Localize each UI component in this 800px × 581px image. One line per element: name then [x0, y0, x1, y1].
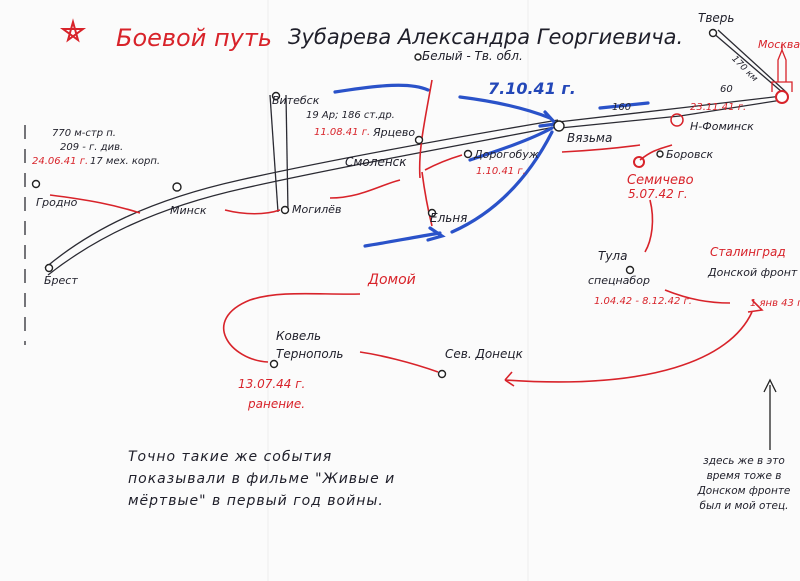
label-home: Домой [367, 272, 416, 288]
dorogobuzh-date: 1.10.41 г. [476, 166, 526, 177]
kovel-date: 13.07.44 г. [238, 377, 305, 391]
label-belyi: Белый - Tв. обл. [422, 49, 523, 63]
label-mogilev: Могилёв [292, 203, 341, 216]
brest-units-1: 770 м-стр п. [52, 128, 116, 139]
label-ternopol: Тернополь [276, 347, 343, 361]
label-vitebsk: Витебск [272, 94, 320, 107]
label-tver: Тверь [698, 11, 734, 25]
label-donetsk: Сев. Донецк [445, 347, 524, 361]
label-yartsevo: Ярцево [372, 126, 415, 139]
title-name: Зубарева Александра Георгиевича. [288, 25, 683, 49]
label-brest: Брест [44, 274, 78, 287]
dist-160: 160 [612, 102, 631, 113]
label-stalingrad: Сталинград [710, 245, 786, 259]
railway-lines [24, 29, 787, 345]
brest-date: 24.06.41 г. [32, 156, 88, 167]
kovel-note: ранение. [247, 397, 305, 411]
city-markers [31, 28, 789, 379]
star-icon [59, 18, 87, 43]
margin-arrow [763, 378, 777, 450]
place-labels: Тверь Москва Витебск Белый - Tв. обл. Яр… [36, 11, 800, 361]
label-dorogobuzh: Дорогобуж [473, 148, 539, 161]
brest-units-3: 17 мех. корп. [90, 156, 160, 167]
label-smolensk: Смоленск [345, 155, 407, 169]
label-borovsk: Боровск [666, 148, 714, 161]
label-tula: Тула [598, 249, 627, 263]
label-minsk: Минск [170, 204, 207, 217]
semichevo-date: 5.07.42 г. [628, 187, 688, 201]
brest-units-2: 209 - г. див. [60, 142, 123, 153]
kremlin-tower-icon [771, 44, 793, 92]
label-vyazma: Вязьма [567, 131, 612, 145]
stalingrad-date: 1 янв 43 г. [750, 298, 800, 309]
annotations: 19 Ар; 186 ст.др. 11.08.41 г. 770 м-стр … [32, 54, 800, 411]
label-tula-note: спецнабор [588, 274, 650, 287]
vitebsk-units: 19 Ар; 186 ст.др. [306, 110, 395, 121]
label-moscow: Москва [758, 38, 800, 51]
label-semichevo: Семичево [627, 173, 694, 188]
title-main: Боевой путь [116, 24, 272, 52]
vitebsk-date: 11.08.41 г. [314, 127, 370, 138]
label-naro-fominsk: Н-Фоминск [690, 120, 754, 133]
film-note: Точно такие же события показывали в филь… [128, 449, 396, 509]
moscow-date: 23.11.41 г. [690, 102, 746, 113]
label-yelnya: Ельня [430, 211, 467, 225]
tula-dates: 1.04.42 - 8.12.42 г. [594, 296, 692, 307]
father-note: здесь же в это время тоже в Донском фрон… [697, 455, 791, 512]
label-don-front: Донской фронт [707, 266, 798, 279]
dist-60: 60 [720, 84, 733, 95]
label-kovel: Ковель [276, 329, 321, 343]
label-grodno: Гродно [36, 196, 78, 209]
red-route-lines [49, 79, 764, 387]
vyazma-date: 7.10.41 г. [488, 79, 576, 98]
